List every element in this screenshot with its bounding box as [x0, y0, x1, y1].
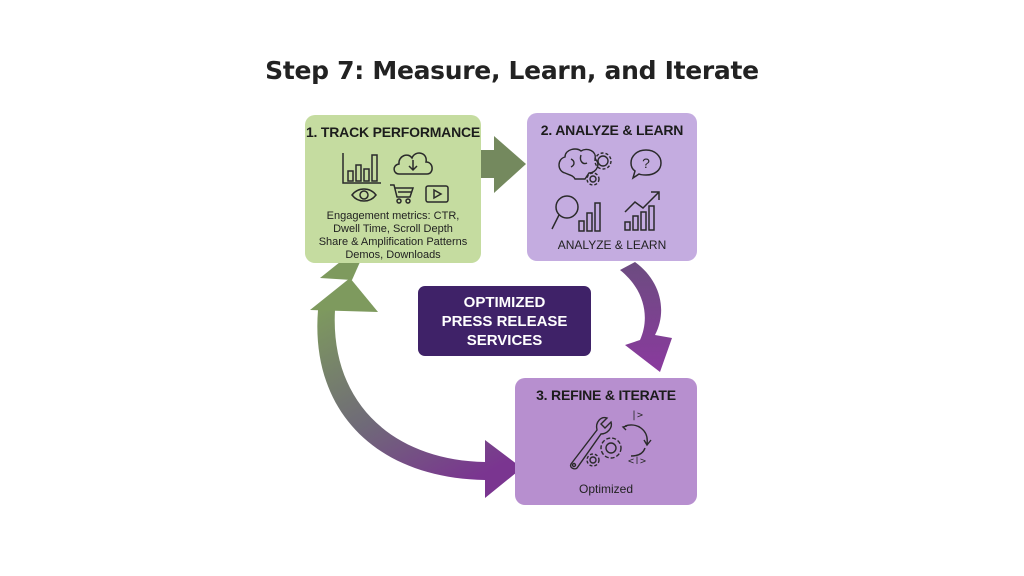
bar-chart-icon — [341, 151, 383, 185]
metric-line: Demos, Downloads — [345, 249, 441, 261]
step-title: 2. ANALYZE & LEARN — [540, 122, 684, 138]
step-title: 3. REFINE & ITERATE — [536, 387, 676, 403]
shopping-cart-icon — [389, 183, 415, 205]
code-icon: <|> — [628, 456, 646, 464]
wrench-gears-icon — [567, 412, 627, 470]
step-title: 1. TRACK PERFORMANCE — [305, 124, 481, 140]
arrow-analyze-to-refine — [620, 262, 672, 372]
step-refine-iterate: 3. REFINE & ITERATE |> <|> Optimized — [515, 378, 697, 505]
magnifier-chart-icon — [551, 193, 605, 233]
svg-text:?: ? — [642, 155, 650, 171]
center-line: SERVICES — [466, 332, 543, 349]
step-analyze-learn: 2. ANALYZE & LEARN ? ANALYZE & LEARN — [527, 113, 697, 261]
step-caption: Optimized — [578, 482, 634, 496]
step-caption: ANALYZE & LEARN — [557, 238, 667, 252]
video-play-icon — [425, 185, 449, 203]
cycle-arrows-icon: |> <|> — [617, 406, 657, 464]
growth-chart-icon — [623, 190, 663, 232]
center-label-box: OPTIMIZED PRESS RELEASE SERVICES — [418, 286, 591, 356]
center-line: PRESS RELEASE — [441, 313, 568, 330]
svg-text:|>: |> — [631, 410, 643, 421]
step-track-performance: 1. TRACK PERFORMANCE Engagement metrics:… — [305, 115, 481, 263]
arrow-track-to-analyze — [478, 136, 526, 193]
cloud-download-icon — [391, 147, 435, 177]
eye-icon — [350, 187, 378, 203]
arrow-refine-to-track — [310, 262, 522, 498]
metric-line: Share & Amplification Patterns — [318, 236, 468, 248]
page-title: Step 7: Measure, Learn, and Iterate — [265, 56, 759, 85]
brain-gears-icon — [557, 147, 619, 187]
center-line: OPTIMIZED — [463, 294, 546, 311]
metric-line: Dwell Time, Scroll Depth — [333, 223, 453, 235]
metric-line: Engagement metrics: CTR, — [326, 210, 460, 222]
question-bubble-icon: ? — [629, 148, 663, 180]
